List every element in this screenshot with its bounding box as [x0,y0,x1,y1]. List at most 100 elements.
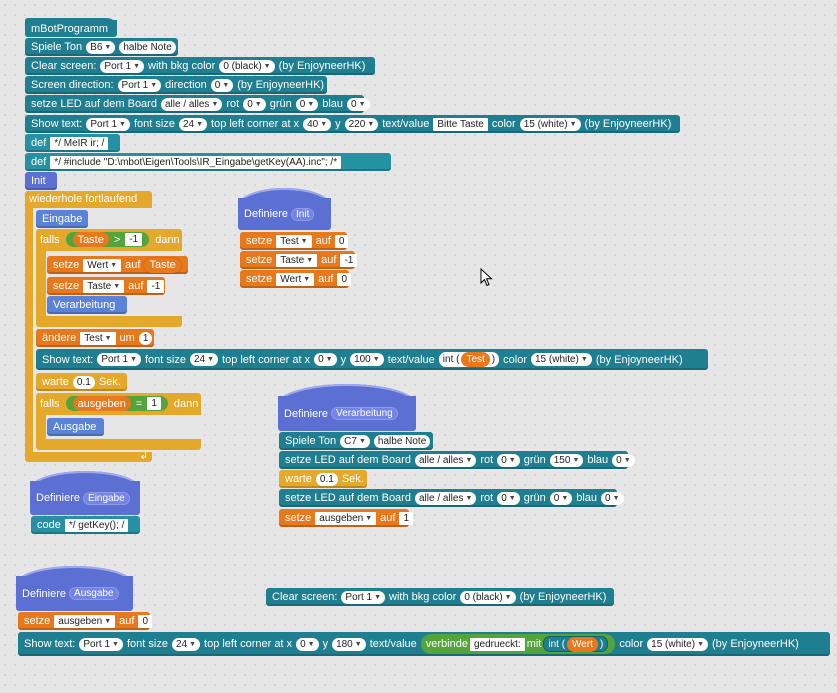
variable-dropdown[interactable]: Wert▼ [276,272,315,286]
set-wert-block[interactable]: setze Wert▼ auf 0 [240,270,352,288]
code-input[interactable]: */ MeIR ir; / [50,136,109,150]
compare-value[interactable]: -1 [125,233,143,246]
value-input[interactable]: 1 [138,331,153,345]
red-input[interactable]: 0▼ [497,491,520,505]
code-block[interactable]: code */ getKey(); / [31,516,140,534]
set-ausgeben-block[interactable]: setze ausgeben▼ auf 1 [279,509,414,527]
font-size-dropdown[interactable]: 24▼ [189,353,219,366]
color-dropdown[interactable]: 0 (black)▼ [219,59,275,73]
x-input[interactable]: 0▼ [314,353,337,366]
blue-input[interactable]: 0▼ [612,453,635,467]
wait-block[interactable]: warte 0.1 Sek. [279,470,367,488]
led-dropdown[interactable]: alle / alles▼ [160,97,223,111]
beat-dropdown[interactable]: halbe Note [373,434,431,448]
note-dropdown[interactable]: C7▼ [340,434,370,448]
set-taste-block[interactable]: setze Taste▼ auf -1 [240,251,358,269]
clear-screen-block[interactable]: Clear screen: Port 1▼ with bkg color 0 (… [25,57,375,75]
value-input[interactable]: -1 [147,279,165,293]
variable-dropdown[interactable]: Test▼ [276,234,312,248]
clear-screen-block[interactable]: Clear screen: Port 1▼ with bkg color 0 (… [266,588,614,606]
port-dropdown[interactable]: Port 1▼ [97,353,141,366]
code-input[interactable]: */ #include "D:\mbot\Eigen\Tools\IR_Eing… [50,155,342,169]
set-led-block[interactable]: setze LED auf dem Board alle / alles▼ ro… [25,95,370,113]
join-text-input[interactable]: gedrueckt: [469,637,525,651]
port-dropdown[interactable]: Port 1▼ [117,78,162,92]
int-function[interactable]: int ( Wert ) [543,636,609,652]
show-text-block[interactable]: Show text: Port 1▼ font size 24▼ top lef… [25,115,680,133]
font-size-dropdown[interactable]: 24▼ [171,637,201,651]
show-text-test-block[interactable]: Show text: Port 1▼ font size 24▼ top lef… [36,349,708,370]
wert-variable[interactable]: Wert [567,636,598,652]
green-input[interactable]: 0▼ [295,97,319,111]
set-led-block[interactable]: setze LED auf dem Board alle / alles▼ ro… [279,451,635,469]
blue-input[interactable]: 0▼ [601,491,624,505]
set-test-block[interactable]: setze Test▼ auf 0 [240,232,349,250]
seconds-input[interactable]: 0.1 [72,375,95,389]
variable-dropdown[interactable]: Taste▼ [276,253,318,267]
y-input[interactable]: 180▼ [332,637,366,651]
play-tone-block[interactable]: Spiele Ton C7▼ halbe Note [279,432,433,450]
port-dropdown[interactable]: Port 1▼ [341,590,386,604]
y-input[interactable]: 220▼ [344,117,379,131]
x-input[interactable]: 0▼ [296,637,319,651]
blue-input[interactable]: 0▼ [347,97,370,111]
eingabe-call-block[interactable]: Eingabe [36,210,88,228]
value-input[interactable]: -1 [340,253,358,267]
port-dropdown[interactable]: Port 1▼ [86,117,130,131]
verarbeitung-call-block[interactable]: Verarbeitung [47,296,127,314]
variable-dropdown[interactable]: Wert▼ [83,258,122,272]
color-dropdown[interactable]: 15 (white)▼ [647,637,708,651]
x-input[interactable]: 40▼ [303,117,332,131]
set-wert-block[interactable]: setze Wert▼ auf Taste [47,256,188,274]
color-dropdown[interactable]: 0 (black)▼ [460,590,516,604]
join-operator[interactable]: verbinde gedrueckt: mit int ( Wert ) [420,634,616,654]
test-variable[interactable]: Test [461,352,490,367]
red-input[interactable]: 0▼ [243,97,266,111]
led-dropdown[interactable]: alle / alles▼ [414,491,477,505]
program-hat-block[interactable]: mBotProgramm [25,18,117,37]
green-input[interactable]: 0▼ [549,491,573,505]
green-input[interactable]: 150▼ [549,453,584,467]
def-code-block[interactable]: def */ MeIR ir; / [25,134,120,152]
port-dropdown[interactable]: Port 1▼ [79,637,123,651]
show-text-ausgabe-block[interactable]: Show text: Port 1▼ font size 24▼ top lef… [18,632,830,656]
y-input[interactable]: 100▼ [350,353,384,366]
define-eingabe-hat[interactable]: Definiere Eingabe [30,471,140,515]
taste-variable[interactable]: Taste [72,232,109,247]
equals-operator[interactable]: ausgeben = 1 [65,396,168,411]
define-init-hat[interactable]: Definiere Init [238,188,331,230]
port-dropdown[interactable]: Port 1▼ [100,59,145,73]
variable-dropdown[interactable]: ausgeben▼ [315,511,377,525]
define-verarbeitung-hat[interactable]: Definiere Verarbeitung [278,384,416,431]
note-dropdown[interactable]: B6▼ [86,40,116,54]
seconds-input[interactable]: 0.1 [315,472,338,486]
red-input[interactable]: 0▼ [497,453,520,467]
value-input[interactable]: 1 [399,511,414,525]
wait-block[interactable]: warte 0.1 Sek. [36,373,127,391]
direction-dropdown[interactable]: 0▼ [210,78,234,92]
value-input[interactable]: 0 [138,614,153,628]
beat-dropdown[interactable]: halbe Note [119,40,176,54]
color-dropdown[interactable]: 15 (white)▼ [519,117,581,131]
color-dropdown[interactable]: 15 (white)▼ [530,353,592,366]
variable-dropdown[interactable]: Taste▼ [83,279,125,293]
code-input[interactable]: */ getKey(); / [64,518,129,532]
set-taste-block[interactable]: setze Taste▼ auf -1 [47,277,165,295]
play-tone-block[interactable]: Spiele Ton B6▼ halbe Note [25,38,178,56]
led-dropdown[interactable]: alle / alles▼ [414,453,477,467]
greater-operator[interactable]: Taste > -1 [65,232,150,247]
change-test-block[interactable]: ändere Test▼ um 1 [36,329,154,347]
def-include-block[interactable]: def */ #include "D:\mbot\Eigen\Tools\IR_… [25,153,391,171]
text-input[interactable]: Bitte Taste [433,117,488,131]
compare-value[interactable]: 1 [147,397,161,410]
ausgeben-variable[interactable]: ausgeben [72,396,131,411]
int-function[interactable]: int ( Test ) [438,352,500,367]
define-ausgabe-hat[interactable]: Definiere Ausgabe [16,566,133,611]
variable-dropdown[interactable]: ausgeben▼ [54,614,116,628]
screen-direction-block[interactable]: Screen direction: Port 1▼ direction 0▼ (… [25,76,327,94]
taste-variable[interactable]: Taste [144,257,181,273]
set-led-block[interactable]: setze LED auf dem Board alle / alles▼ ro… [279,489,624,507]
font-size-dropdown[interactable]: 24▼ [178,117,208,131]
ausgabe-call-block[interactable]: Ausgabe [47,418,104,436]
variable-dropdown[interactable]: Test▼ [80,331,116,345]
